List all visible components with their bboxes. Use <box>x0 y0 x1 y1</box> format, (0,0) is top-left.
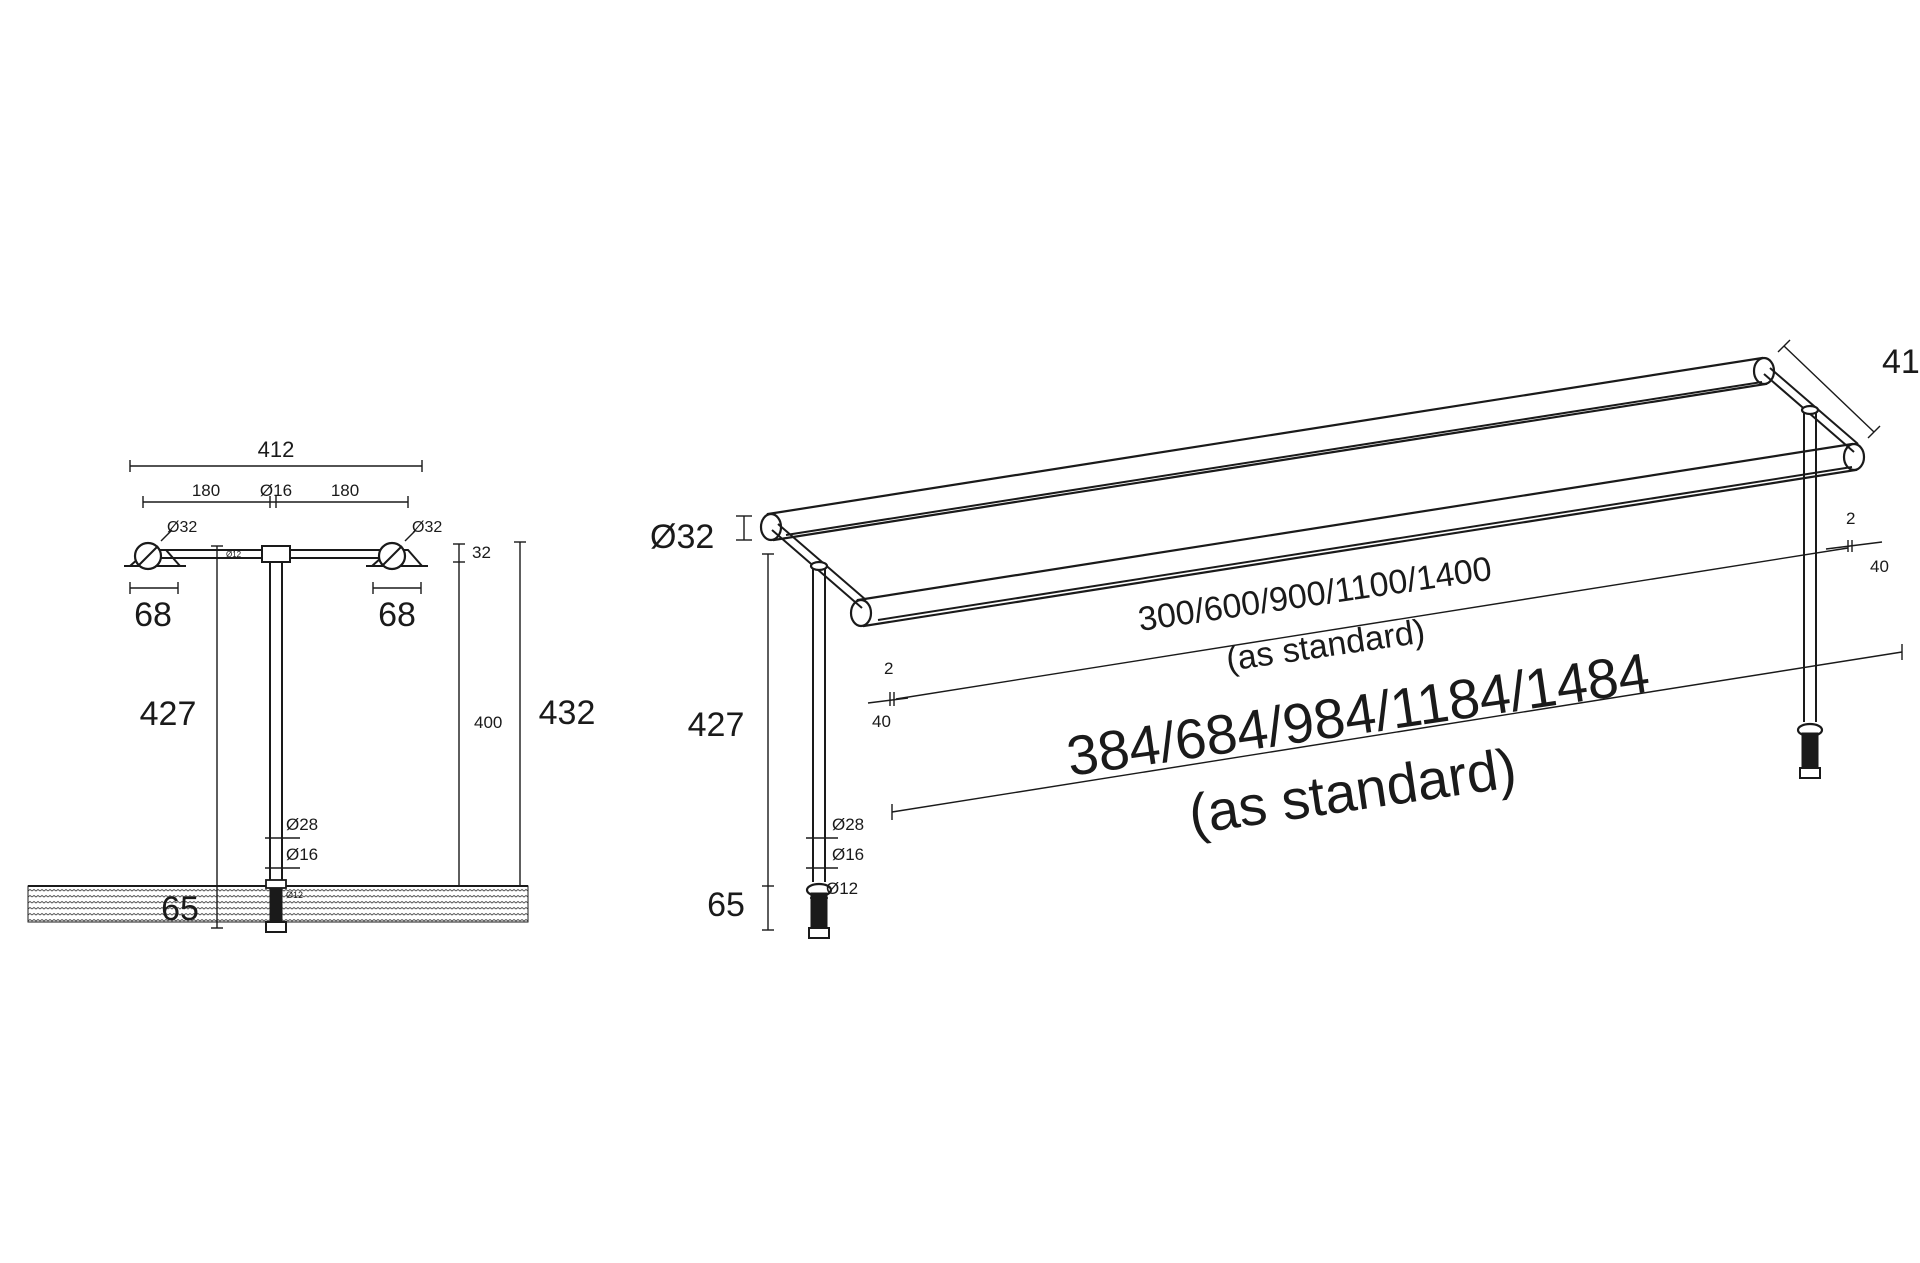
dim-left-span: 180 <box>192 481 220 500</box>
crossbar: Ø12 <box>160 545 380 563</box>
front-view: 412 180 Ø16 180 Ø32 Ø32 <box>27 437 596 933</box>
dim-top-offset: 32 <box>472 543 491 562</box>
dim-flange-dia-front: Ø28 <box>286 815 318 834</box>
dim-gap-left-2: 40 <box>872 712 891 731</box>
dim-left-foot: 68 <box>134 596 172 634</box>
dim-anchor-dia-front: Ø12 <box>286 890 303 900</box>
dim-height-right: 432 <box>539 694 596 732</box>
dim-height-left: 427 <box>140 695 197 733</box>
iso-front-rail <box>849 442 1866 628</box>
iso-back-rail <box>759 356 1776 542</box>
dim-right-foot: 68 <box>378 596 416 634</box>
dim-gap-top-2: 40 <box>1870 557 1889 576</box>
dim-embed-depth-front: 65 <box>161 890 199 928</box>
dim-left-tube-dia: Ø32 <box>167 519 197 536</box>
dim-depth: 412 <box>1882 343 1920 381</box>
left-rail-section: Ø32 <box>124 519 197 571</box>
dim-gap-left-1: 2 <box>884 659 893 678</box>
post: Ø12 <box>265 562 303 933</box>
dim-right-span: 180 <box>331 481 359 500</box>
dim-crossbar-dia: Ø12 <box>226 550 242 559</box>
iso-right-post <box>1796 404 1824 779</box>
dim-overall-width: 412 <box>258 437 295 462</box>
dim-gap-top-1: 2 <box>1846 509 1855 528</box>
dim-embed-depth-iso: 65 <box>707 886 745 924</box>
iso-view: 412 Ø32 2 40 2 40 300/600/900/1100/1400 … <box>650 339 1920 939</box>
dim-post-dia-iso: Ø16 <box>832 845 864 864</box>
dim-flange-dia-iso: Ø28 <box>832 815 864 834</box>
right-rail-section: Ø32 <box>366 519 442 571</box>
dim-height-iso: 427 <box>688 706 745 744</box>
dim-right-tube-dia: Ø32 <box>412 519 442 536</box>
dim-inner-height: 400 <box>474 713 502 732</box>
dim-line-length <box>895 547 1849 700</box>
dim-tube-dia-iso: Ø32 <box>650 518 714 556</box>
iso-left-post <box>805 560 833 939</box>
dim-post-dia-front: Ø16 <box>286 845 318 864</box>
dim-anchor-dia-iso: Ø12 <box>826 879 858 898</box>
dim-center-dia: Ø16 <box>260 481 292 500</box>
dim-line-overall-length <box>891 651 1903 813</box>
dim-line-depth <box>1783 345 1875 433</box>
